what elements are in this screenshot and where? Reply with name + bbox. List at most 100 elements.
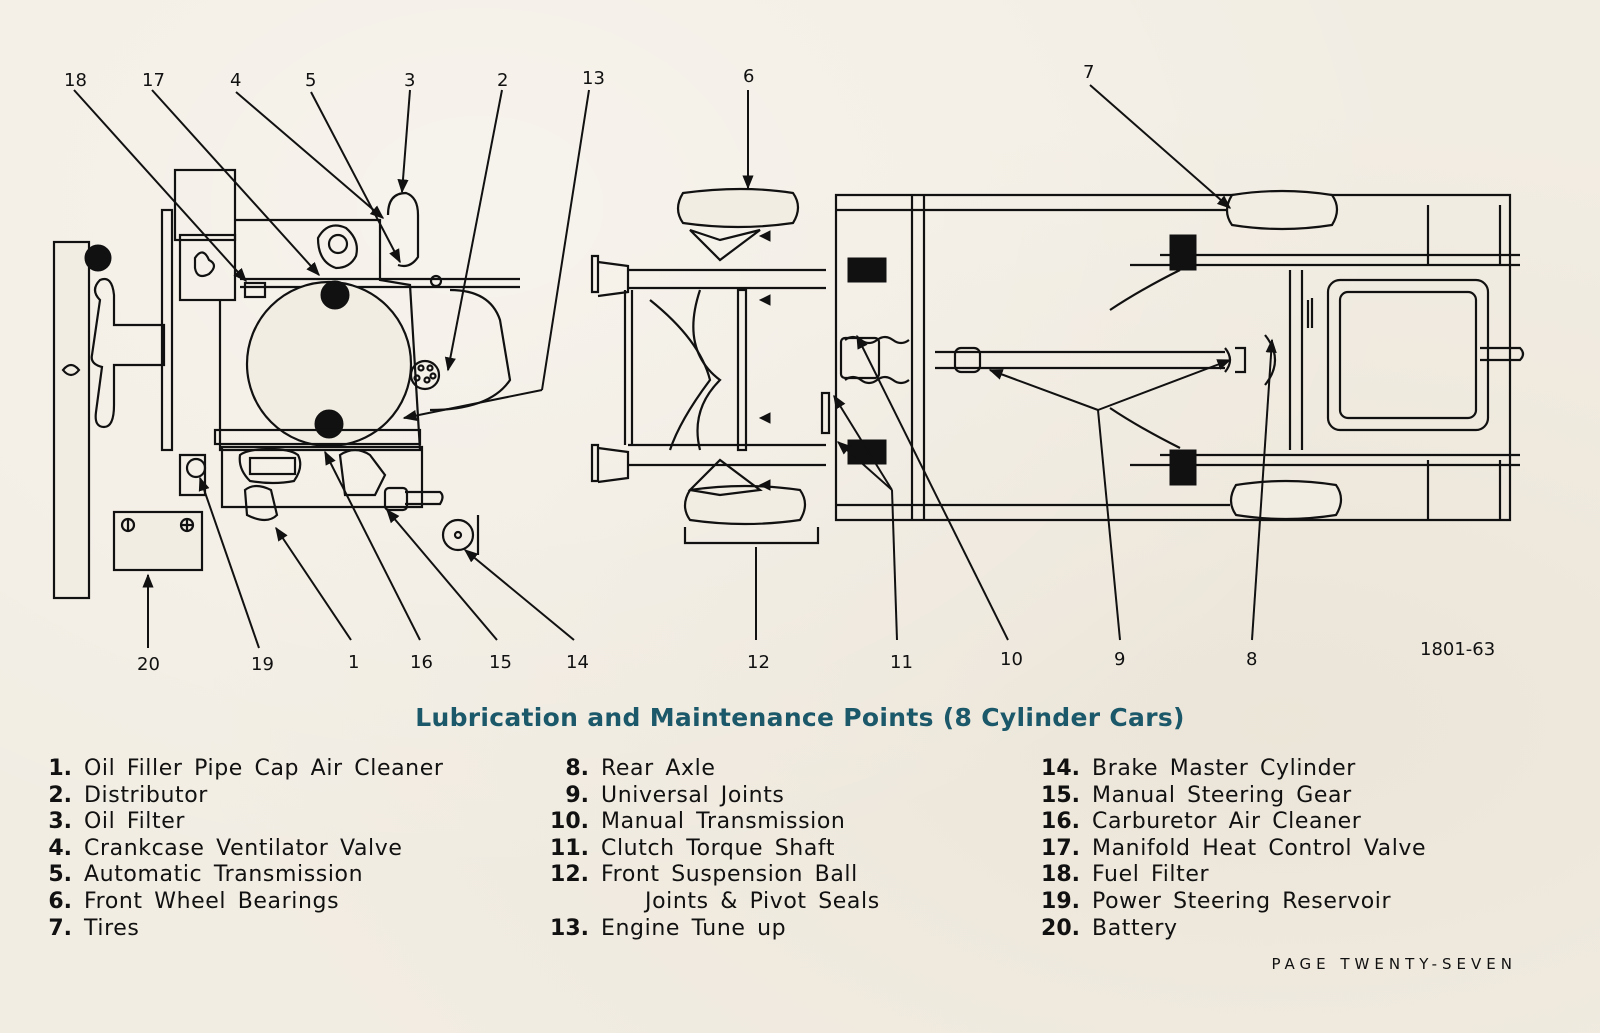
legend-number: 2. [48,782,72,808]
callout-label: 12 [747,652,770,673]
legend-text: Carburetor Air Cleaner [1092,809,1362,835]
page-number: PAGE TWENTY-SEVEN [1271,955,1517,973]
legend-item: 13. Engine Tune up [545,916,880,943]
chassis-drawing [590,187,1525,545]
distributor-cap [316,224,358,270]
legend-text: Oil Filler Pipe Cap Air Cleaner [84,756,444,781]
callout-label: 20 [137,654,160,675]
legend-text: Oil Filter [84,809,186,835]
legend-text: Automatic Transmission [84,862,364,888]
callout-label: 9 [1114,649,1125,670]
legend-text: Battery [1092,915,1178,941]
legend-number: 11. [550,835,589,861]
callout-labels: 18 17 4 5 3 2 13 6 7 20 19 1 16 15 14 12… [64,62,1495,675]
fan [90,277,166,429]
legend-item: 6. Front Wheel Bearings [48,889,444,916]
legend-number: 13. [550,915,589,941]
radiator [52,240,91,600]
callout-label: 8 [1246,649,1257,670]
legend-text: Brake Master Cylinder [1092,756,1356,781]
legend-number: 5. [48,862,72,888]
legend-text: Engine Tune up [601,915,787,941]
callout-label: 19 [251,654,274,675]
legend-number [545,889,589,916]
callout-label: 18 [64,70,87,91]
rear-tire-top [1225,189,1339,231]
legend-text: Joints & Pivot Seals [645,888,880,914]
legend-item: 10. Manual Transmission [545,809,880,836]
legend-text: Fuel Filter [1092,862,1210,888]
driveshaft [935,350,1225,370]
callout-label: 16 [410,652,433,673]
legend-number: 7. [48,915,72,941]
callout-label: 6 [743,66,754,87]
page-title: Lubrication and Maintenance Points (8 Cy… [415,703,1185,732]
legend-item: 15. Manual Steering Gear [1040,783,1426,810]
legend-item: 19.Power Steering Reservoir [1040,889,1426,916]
legend-text: Tires [84,915,140,941]
legend-item: 8. Rear Axle [545,756,880,783]
legend-text: Manual Steering Gear [1092,782,1352,808]
legend-number: 15. [1041,782,1080,808]
legend-number: 17. [1041,835,1080,861]
legend-number: 20. [1041,915,1080,941]
legend-number: 1. [48,756,72,781]
lubrication-diagram: 18 17 4 5 3 2 13 6 7 20 19 1 16 15 14 12… [52,62,1525,675]
legend-text: Manifold Heat Control Valve [1092,835,1427,861]
legend-item: 14. Brake Master Cylinder [1040,756,1426,783]
callout-label: 3 [404,70,415,91]
legend-item: 4. Crankcase Ventilator Valve [48,836,444,863]
legend-number: 18. [1041,862,1080,888]
callout-label: 10 [1000,649,1023,670]
legend-number: 16. [1041,809,1080,835]
legend-number: 8. [565,756,589,781]
legend-text: Distributor [84,782,208,808]
rear-tire-bottom [1229,479,1343,521]
callout-leaders [73,84,1277,649]
legend-text: Front Wheel Bearings [84,888,340,914]
legend-column-2: 8. Rear Axle 9. Universal Joints 10. Manual… [545,756,880,942]
legend-number: 12. [550,862,589,888]
engine-drawing [52,168,520,600]
legend-item: 1. Oil Filler Pipe Cap Air Cleaner [48,756,444,783]
callout-label: 11 [890,652,913,673]
legend-column-1: 1. Oil Filler Pipe Cap Air Cleaner 2. Dist… [48,756,444,942]
legend-text: Crankcase Ventilator Valve [84,835,403,861]
marker-dot [84,244,112,272]
legend-item: 17. Manifold Heat Control Valve [1040,836,1426,863]
legend-text: Universal Joints [601,782,785,808]
callout-label: 13 [582,68,605,89]
legend-item: 16. Carburetor Air Cleaner [1040,809,1426,836]
legend-text: Manual Transmission [601,809,846,835]
legend-number: 3. [48,809,72,835]
legend-item: 11.Clutch Torque Shaft [545,836,880,863]
legend-item: 9. Universal Joints [545,783,880,810]
legend-item: 12. Front Suspension Ball [545,862,880,889]
figure-code: 1801-63 [1420,639,1495,660]
front-tire-top [676,187,800,229]
legend-item: 5. Automatic Transmission [48,862,444,889]
legend-item: 7. Tires [48,916,444,943]
legend-text: Rear Axle [601,756,716,781]
legend-item-continuation: Joints & Pivot Seals [545,889,880,916]
callout-label: 1 [348,652,359,673]
callout-label: 7 [1083,62,1094,83]
callout-label: 5 [305,70,316,91]
legend-number: 6. [48,888,72,914]
callout-label: 15 [489,652,512,673]
legend-text: Front Suspension Ball [601,862,858,888]
legend-number: 4. [48,835,72,861]
legend-number: 9. [565,782,589,808]
callout-label: 17 [142,70,165,91]
legend-item: 2. Distributor [48,783,444,810]
callout-label: 14 [566,652,589,673]
legend-item: 3. Oil Filter [48,809,444,836]
legend-number: 14. [1041,756,1080,781]
legend-text: Power Steering Reservoir [1092,888,1392,914]
callout-label: 2 [497,70,508,91]
callout-label: 4 [230,70,241,91]
legend-number: 10. [550,809,589,835]
legend-item: 18. Fuel Filter [1040,862,1426,889]
legend-column-3: 14. Brake Master Cylinder 15. Manual Steer… [1040,756,1426,942]
